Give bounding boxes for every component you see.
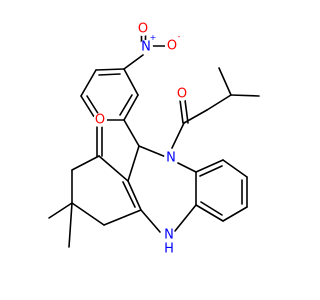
negative-charge: - bbox=[178, 32, 181, 41]
atom-label-n: N bbox=[164, 228, 174, 243]
atom-label-h: H bbox=[164, 242, 174, 257]
atom-label-n: N bbox=[166, 151, 176, 166]
bond-co-o-a bbox=[179, 99, 184, 124]
atom-label-o: O bbox=[95, 113, 105, 128]
bond-n10-c10a bbox=[177, 162, 197, 173]
bond-c4a-c11a-inner bbox=[122, 181, 136, 208]
bond-c11-n10 bbox=[138, 145, 167, 158]
bond-co-o-b bbox=[184, 99, 189, 124]
atom-ketone-oxygen: O bbox=[93, 113, 107, 128]
bond-co-ch2 bbox=[183, 109, 208, 124]
bond-n10-co bbox=[171, 122, 185, 149]
bond-bz-2 bbox=[222, 159, 248, 178]
bond-c5a-n5 bbox=[174, 204, 197, 232]
bond-c4-c4a bbox=[103, 209, 142, 226]
bond-c3-me1 bbox=[48, 202, 73, 219]
bond-ar-3-inner bbox=[86, 95, 100, 116]
atom-label-n: N bbox=[141, 40, 151, 55]
bond-ar-c11 bbox=[123, 119, 140, 147]
chemical-structure-diagram: O N + O - O O N bbox=[48, 22, 260, 257]
atom-label-o: O bbox=[138, 22, 148, 37]
bonds bbox=[48, 34, 260, 248]
bond-c1-c2 bbox=[71, 155, 100, 171]
bond-bz-5-inner bbox=[200, 201, 223, 216]
bond-ar-1 bbox=[95, 68, 125, 71]
bond-n5-c4a bbox=[140, 209, 161, 233]
atom-nitro-nitrogen: N + bbox=[139, 33, 156, 55]
bond-c4a-c11a bbox=[127, 180, 142, 211]
atom-amine-nh: N H bbox=[162, 228, 176, 257]
bond-ch2-ch bbox=[206, 94, 232, 111]
bond-c11a-c11 bbox=[127, 145, 140, 182]
positive-charge: + bbox=[150, 33, 157, 42]
atom-label-o: O bbox=[167, 39, 177, 54]
bond-c3-c4 bbox=[71, 202, 105, 226]
bond-ch-me2 bbox=[218, 67, 232, 96]
bond-ar-1-inner bbox=[98, 73, 121, 76]
atom-nitro-oxygen-minus: O - bbox=[165, 32, 181, 54]
bond-bz-1-inner bbox=[199, 165, 223, 177]
atom-amide-nitrogen: N bbox=[164, 151, 178, 166]
bond-ch-me1 bbox=[230, 94, 260, 97]
atom-nitro-oxygen-top: O bbox=[136, 22, 150, 37]
atom-labels: O N + O - O O N bbox=[93, 22, 189, 257]
atom-amide-oxygen: O bbox=[175, 87, 189, 102]
bond-bz-5 bbox=[195, 204, 224, 222]
bond-ar-5-inner bbox=[119, 94, 133, 116]
atom-label-o: O bbox=[177, 87, 187, 102]
bond-ar-2 bbox=[80, 69, 97, 97]
bond-c3-me2 bbox=[68, 202, 73, 248]
bond-bz-1 bbox=[195, 159, 224, 173]
bond-bz-4 bbox=[222, 206, 248, 222]
bond-ar-3 bbox=[80, 95, 97, 121]
bond-n-ring bbox=[123, 54, 144, 70]
bond-ar-6 bbox=[123, 68, 139, 96]
bond-ar-5 bbox=[123, 94, 139, 121]
bond-c11a-c1 bbox=[98, 155, 129, 182]
